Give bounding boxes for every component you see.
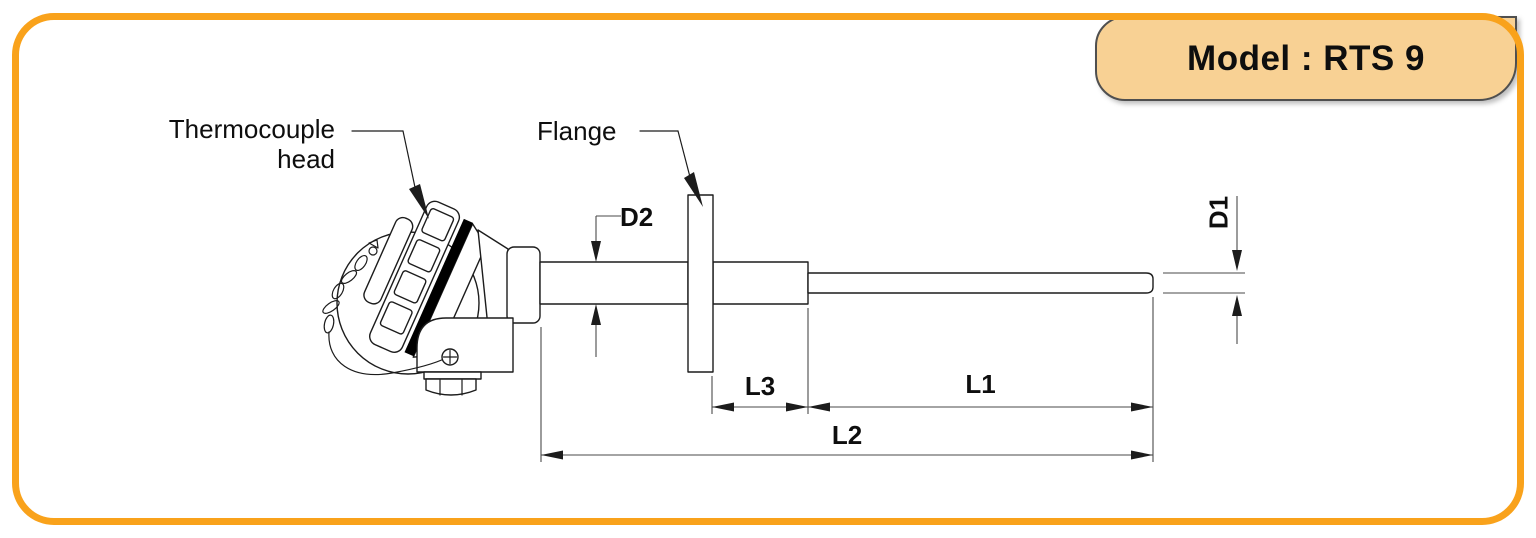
dim-arrowhead xyxy=(591,241,601,262)
dimension-d2 xyxy=(591,215,621,357)
dim-arrowhead xyxy=(1232,295,1242,316)
thermocouple-head-label-line2: head xyxy=(277,144,335,174)
dim-arrowhead xyxy=(786,402,808,412)
thermocouple-head-drawing xyxy=(322,200,541,396)
cap-chain xyxy=(322,239,379,334)
thermocouple-head-label-line1: Thermocouple xyxy=(168,114,335,144)
chain-link xyxy=(322,300,340,314)
flange-label: Flange xyxy=(537,116,617,146)
cap-gasket-ring xyxy=(404,218,474,357)
knurl-slot xyxy=(379,301,413,335)
cap-top-face xyxy=(363,216,414,305)
head-neck-collar xyxy=(506,246,541,324)
knurl-slot xyxy=(421,208,455,242)
leader-line xyxy=(402,130,417,193)
dimension-l1 xyxy=(808,402,1153,412)
dim-arrowhead xyxy=(712,402,734,412)
head-lower-housing xyxy=(416,317,514,373)
probe-shape xyxy=(807,272,1154,294)
dimension-label-d2: D2 xyxy=(620,202,654,232)
leader-arrowhead xyxy=(409,184,429,219)
sheath-tube-left xyxy=(539,261,689,305)
knurl-slot xyxy=(393,270,427,304)
chain-clip xyxy=(368,246,378,256)
dim-arrowhead xyxy=(1232,250,1242,271)
dimension-d1 xyxy=(1163,196,1245,344)
leader-arrowhead xyxy=(684,172,703,207)
head-neck-cone xyxy=(477,229,509,328)
conduit-hex-nut xyxy=(425,378,477,396)
dim-arrowhead xyxy=(1131,450,1153,460)
dimension-label-l3: L3 xyxy=(744,371,776,401)
model-label: Model : RTS 9 xyxy=(1187,38,1425,78)
sheath-tube-right xyxy=(712,261,809,305)
dimension-label-l1: L1 xyxy=(965,369,996,399)
chain-link xyxy=(354,254,368,272)
dimension-l2 xyxy=(541,450,1153,460)
thermocouple-head-leader xyxy=(351,130,429,219)
knurl-slot xyxy=(407,239,441,273)
dimension-label-l2: L2 xyxy=(831,420,863,450)
flange-leader xyxy=(639,130,703,207)
thermocouple-head-label: Thermocouple head xyxy=(140,114,335,174)
dim-arrowhead xyxy=(1131,402,1153,412)
dim-arrowhead xyxy=(591,304,601,325)
dim-arrowhead xyxy=(541,450,563,460)
dimension-l3 xyxy=(712,402,808,412)
dim-arrowhead xyxy=(808,402,830,412)
conduit-plate xyxy=(423,371,482,380)
chain-cord xyxy=(328,331,447,376)
chain-link xyxy=(323,314,335,334)
dimension-label-d1: D1 xyxy=(1203,195,1234,230)
chain-link xyxy=(331,282,345,300)
chain-link xyxy=(340,270,358,284)
chain-clip-tab xyxy=(368,239,379,249)
flange-shape xyxy=(687,194,714,373)
leader-line xyxy=(677,130,691,178)
